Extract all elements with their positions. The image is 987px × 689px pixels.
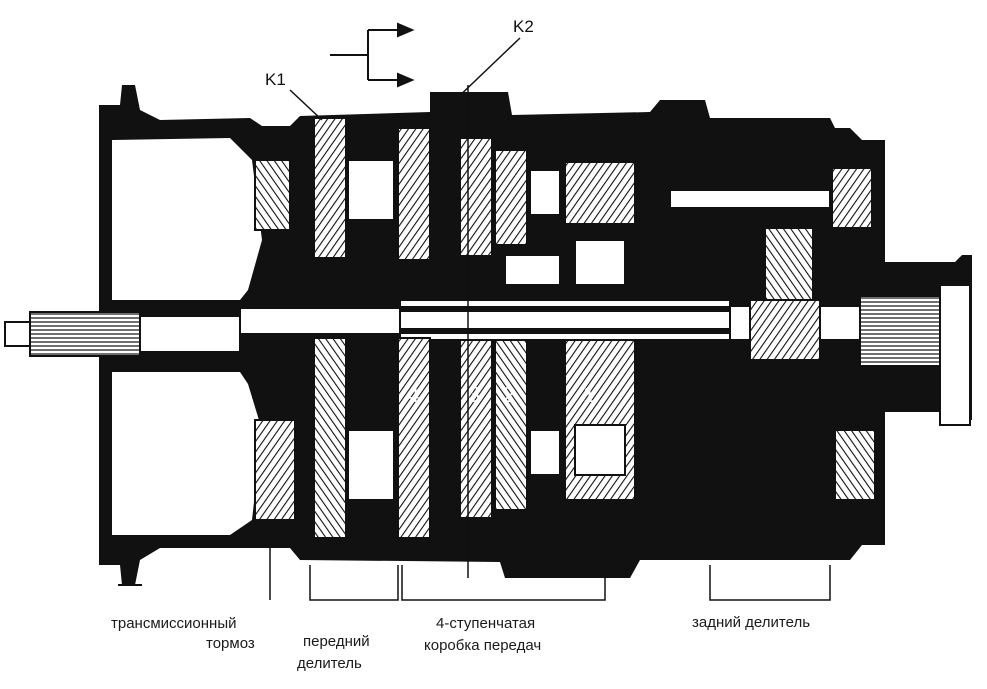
gear-4 [397,337,431,539]
gear-number-4: 4 [407,382,419,407]
gear-k1-upper [313,117,347,259]
upper-white-block-3 [504,254,561,286]
gear-upper-5 [564,161,636,225]
rear-upper-housing-slot [669,189,831,209]
gear-k1-lower [313,337,347,539]
callout-k2: K2 [513,17,534,36]
upper-white-block-2 [529,169,561,216]
lower-white-block-3 [574,424,626,476]
rear-lower-block [744,369,816,461]
rear-upper-gear [764,227,814,304]
rear-lower-bearing [834,429,876,501]
brake-upper-pack [254,159,291,231]
gear-number-1: 1 [583,382,595,407]
bracket-gearbox [401,565,606,601]
rear-lower-gear [749,299,821,361]
gear-number-2: 2 [503,382,515,407]
gear-3 [459,339,493,519]
power-flow-arrows [330,22,415,88]
upper-gears [313,117,873,361]
lower-white-block-2 [529,429,561,476]
rear-upper-bearing [831,167,873,229]
gear-upper-2 [397,127,431,261]
brake-disc-pack [254,419,296,521]
label-brake-line1: трансмиссионный [111,615,236,632]
section-labels: трансмиссионный тормоз передний делитель… [111,614,810,672]
label-front-line1: передний [303,633,370,650]
label-brake-line2: тормоз [206,635,255,652]
label-gearbox-line2: коробка передач [424,637,541,654]
callout-k1: K1 [265,70,286,89]
label-rear-divider: задний делитель [692,614,810,631]
label-gearbox-line1: 4-ступенчатая [436,615,535,632]
gear-upper-3 [459,137,493,257]
bell-cavity [112,138,262,300]
lower-gears [254,159,876,539]
callouts: K1 K2 [265,17,534,578]
bracket-rear-divider [709,565,831,601]
bell-cavity-lower [112,372,262,535]
gear-2 [494,339,528,511]
bracket-front-divider [309,565,399,601]
input-shaft [4,307,411,357]
upper-white-block-1 [347,159,395,221]
gear-number-labels: 4 3 2 1 [407,382,595,407]
lower-white-block-1 [347,429,395,501]
section-brackets [269,540,831,601]
upper-white-block-4 [574,239,626,286]
label-front-line2: делитель [297,655,362,672]
gear-upper-4 [494,149,528,246]
gear-number-3: 3 [468,382,480,407]
